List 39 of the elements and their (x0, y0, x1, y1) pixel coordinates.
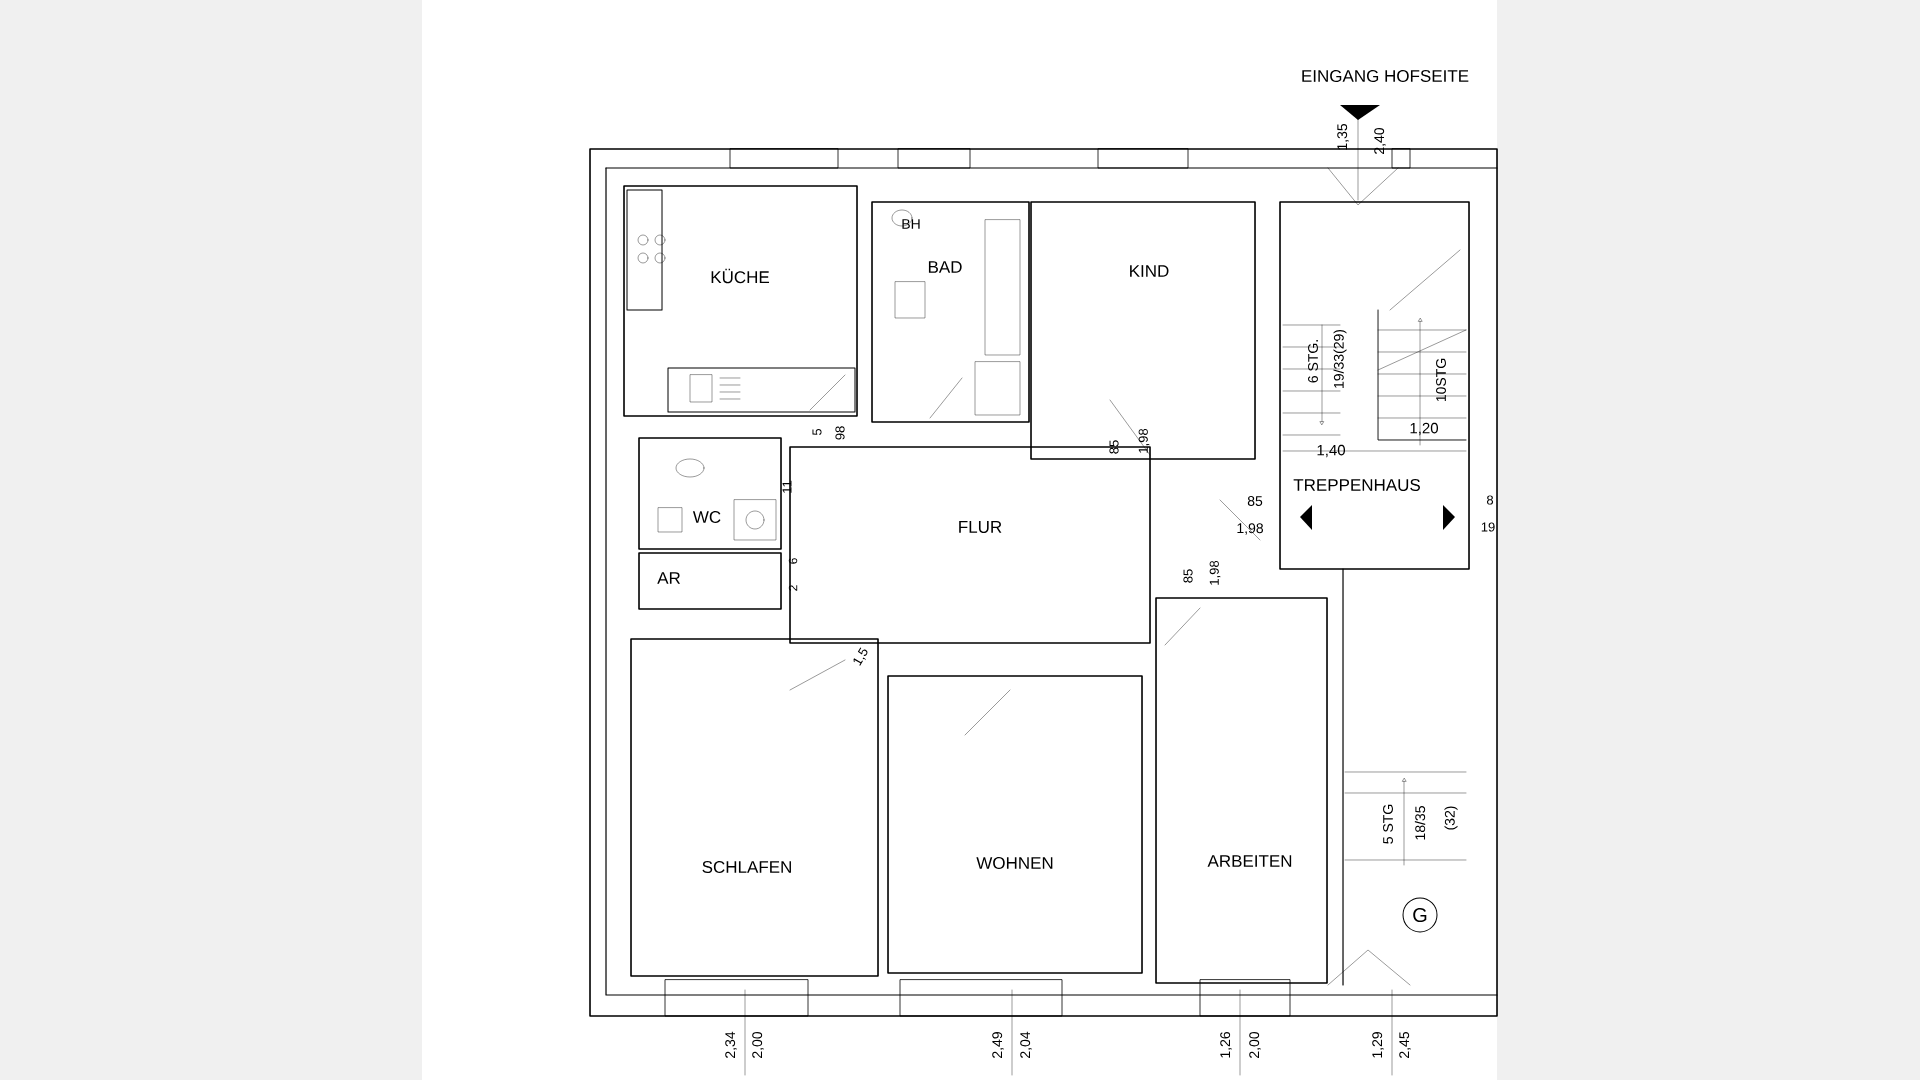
dimension-label: 11 (782, 480, 792, 493)
dimension-label: 1,20 (1410, 422, 1438, 436)
dimension-label: 1,98 (1138, 428, 1150, 453)
dimension-label: EINGANG HOFSEITE (1302, 69, 1469, 82)
room-outline: AR (638, 552, 782, 610)
room-outline: WC (638, 437, 782, 550)
dimension-label: 2,34 (725, 1031, 737, 1058)
dimension-label: 1,98 (1237, 523, 1264, 535)
dimension-label: 1,29 (1372, 1032, 1384, 1058)
dimension-label: 10STG (1436, 358, 1446, 402)
dimension-label: 19/33(29) (1333, 329, 1347, 388)
dimension-label: 2,00 (752, 1031, 764, 1058)
dimension-label: 1,40 (1317, 444, 1345, 458)
dimension-label: 6 (788, 558, 798, 564)
dimension-label: 85 (1247, 496, 1263, 506)
dimension-label: 8 (1486, 495, 1494, 505)
room-outline: WOHNEN (887, 675, 1143, 974)
dimension-label: 2 (788, 585, 798, 591)
dimension-label: 5 (812, 428, 822, 436)
dimension-label: 2,00 (1249, 1031, 1261, 1058)
dimension-label: 1,98 (1209, 560, 1221, 585)
dimension-label: 19 (1481, 522, 1495, 532)
dimension-label: 1,35 (1337, 123, 1349, 150)
dimension-label: 18/35 (1414, 806, 1426, 840)
dimension-label: 2,45 (1399, 1031, 1411, 1058)
dimension-label: 2,04 (1020, 1031, 1032, 1058)
dimension-label: 85 (1183, 569, 1193, 583)
room-outline: ARBEITEN (1155, 597, 1328, 984)
dimension-label: 98 (835, 426, 845, 440)
dimension-label: 1,5 (853, 647, 868, 666)
dimension-label: BH (902, 219, 920, 229)
dimension-label: (32) (1444, 806, 1458, 830)
dimension-label: 1,26 (1220, 1032, 1232, 1058)
dimension-label: 5 STG (1383, 804, 1393, 844)
dimension-label: 2,40 (1374, 127, 1386, 154)
dimension-label: 85 (1109, 440, 1119, 454)
dimension-label: 2,49 (992, 1032, 1004, 1058)
room-outline: KÜCHE (623, 185, 858, 417)
dimension-label: 6 STG. (1308, 340, 1318, 383)
